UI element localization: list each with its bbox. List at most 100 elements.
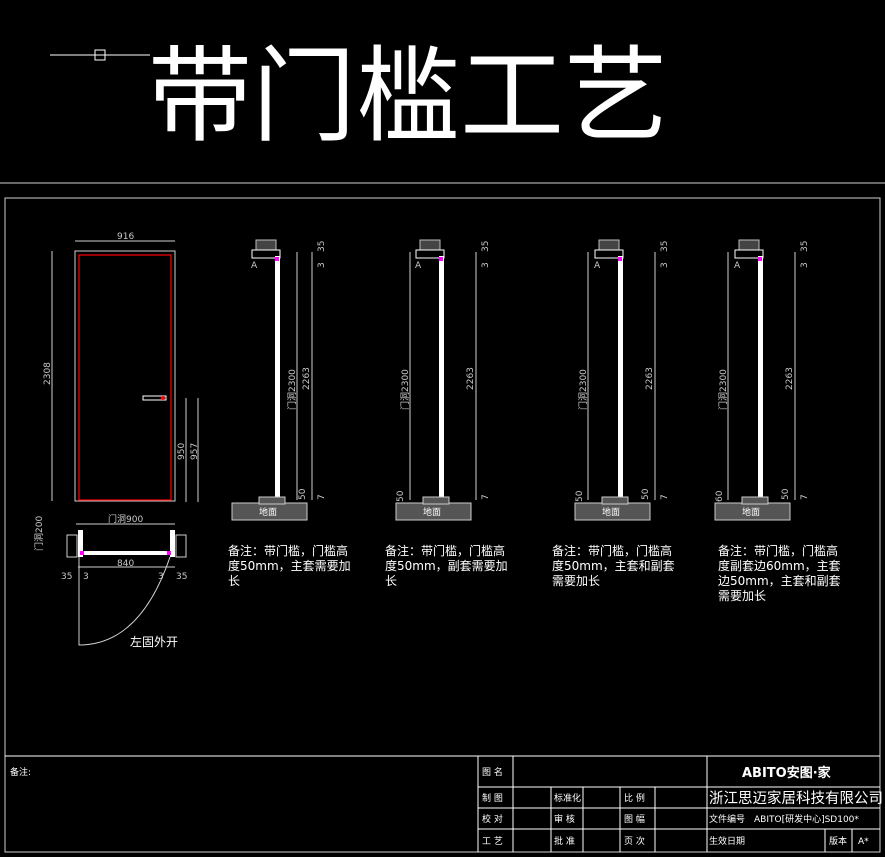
- bottom-right-dim: 50: [298, 488, 308, 500]
- door-head: [734, 249, 764, 259]
- drawing-border: [4, 197, 881, 853]
- threshold: [741, 496, 769, 505]
- width-dim: 916: [117, 232, 134, 242]
- door-head: [594, 249, 624, 259]
- ground-label: 地面: [423, 506, 441, 518]
- section-note: 备注：带门槛，门槛高度副套边60mm，主套边50mm，主套和副套需要加长: [718, 544, 841, 603]
- bottom-end-dim: 7: [660, 494, 670, 500]
- marker-label: A: [251, 261, 258, 271]
- threshold: [258, 496, 286, 505]
- threshold: [601, 496, 629, 505]
- review-label: 审 核: [554, 813, 575, 825]
- bottom-left-dim: 60: [715, 490, 725, 502]
- version-label: 版本: [829, 835, 847, 847]
- drawing-name-label: 图 名: [482, 766, 503, 778]
- header-hatch: [738, 239, 760, 251]
- brand-logo: ABITO安图·家: [742, 765, 832, 781]
- right-dim-35: 35: [176, 572, 187, 582]
- company-name: 浙江思迈家居科技有限公司: [709, 790, 883, 807]
- page-label: 页 次: [624, 835, 645, 847]
- cursor-pickbox: [94, 49, 106, 61]
- door-swing-arc: [78, 556, 171, 646]
- inner-width-dim: 840: [117, 559, 134, 569]
- marker-label: A: [415, 261, 422, 271]
- approve-label: 批 准: [554, 835, 575, 847]
- bottom-right-dim: 50: [781, 488, 791, 500]
- page-title: 带门槛工艺: [148, 35, 668, 157]
- swing-label: 左固外开: [130, 634, 178, 649]
- remarks-label: 备注:: [10, 766, 31, 778]
- top-dim-35: 35: [317, 241, 327, 252]
- drawn-by-label: 制 图: [482, 792, 503, 804]
- seal-marker: [275, 257, 279, 261]
- section-4: A 门洞2300 2263 35 3 7 60 50 地面: [714, 239, 810, 521]
- standardization-label: 标准化: [554, 792, 581, 804]
- effective-date-label: 生效日期: [709, 835, 745, 847]
- handle-dim-950: 950: [177, 443, 187, 460]
- file-no: ABITO[研发中心]SD100*: [754, 813, 859, 825]
- height-dim: 2263: [785, 367, 795, 390]
- file-no-label: 文件编号: [709, 813, 745, 825]
- door-head: [251, 249, 281, 259]
- handle-dim-957: 957: [190, 443, 200, 460]
- threshold: [422, 496, 450, 505]
- bottom-end-dim: 7: [481, 494, 491, 500]
- height-dim: 2263: [645, 367, 655, 390]
- bottom-end-dim: 7: [317, 494, 327, 500]
- door-hole-dim: 门洞2300: [286, 369, 298, 410]
- door-plan: 门洞200 门洞900 840 35 3 3 35 左固外开: [33, 513, 187, 649]
- top-dim-3: 3: [317, 262, 327, 268]
- jamb-section: [275, 256, 280, 500]
- top-dim-35: 35: [660, 241, 670, 252]
- top-dim-35: 35: [800, 241, 810, 252]
- scale-label: 比 例: [624, 792, 645, 804]
- section-note: 备注：带门槛，门槛高度50mm，主套和副套需要加长: [552, 544, 675, 588]
- right-dim-3: 3: [158, 572, 164, 582]
- marker-label: A: [734, 261, 741, 271]
- door-frame: [78, 254, 172, 501]
- height-dim: 2308: [43, 362, 53, 385]
- door-elevation: 916 2308 950 957: [43, 232, 200, 502]
- section-2: A 门洞2300 2263 35 3 7 50 地面: [395, 239, 491, 521]
- top-dim-35: 35: [481, 241, 491, 252]
- door-hole-dim: 门洞2300: [577, 369, 589, 410]
- jamb-section: [439, 256, 444, 500]
- top-dim-3: 3: [481, 262, 491, 268]
- section-note: 备注：带门槛，门槛高度50mm，主套需要加长: [228, 544, 351, 588]
- ground-label: 地面: [742, 506, 760, 518]
- seal-marker: [618, 257, 622, 261]
- process-label: 工 艺: [482, 836, 503, 847]
- title-block: 备注: 图 名 制 图 校 对 工 艺 标准化 审 核 批 准 比 例 图 幅 …: [5, 755, 883, 852]
- top-dim-3: 3: [660, 262, 670, 268]
- height-dim: 2263: [466, 367, 476, 390]
- version: A*: [858, 837, 869, 847]
- opening-width-dim: 门洞900: [108, 513, 143, 525]
- bottom-end-dim: 7: [800, 494, 810, 500]
- header-hatch: [255, 239, 277, 251]
- marker-label: A: [594, 261, 601, 271]
- bottom-right-dim: 50: [641, 488, 651, 500]
- wall-depth-dim: 门洞200: [33, 516, 45, 551]
- door-hole-dim: 门洞2300: [717, 369, 729, 410]
- ground-label: 地面: [602, 506, 620, 518]
- header-hatch: [419, 239, 441, 251]
- ground-label: 地面: [259, 506, 277, 518]
- header-hatch: [598, 239, 620, 251]
- jamb-section: [758, 256, 763, 500]
- jamb-section: [618, 256, 623, 500]
- section-note: 备注：带门槛，门槛高度50mm，副套需要加长: [385, 544, 508, 588]
- door-head: [415, 249, 445, 259]
- bottom-left-dim: 50: [575, 490, 585, 502]
- bottom-left-dim: 50: [396, 490, 406, 502]
- seal-marker: [439, 257, 443, 261]
- left-dim-35: 35: [61, 572, 72, 582]
- section-3: A 门洞2300 2263 35 3 7 50 50 地面: [574, 239, 670, 521]
- top-dim-3: 3: [800, 262, 810, 268]
- door-hole-dim: 门洞2300: [399, 369, 411, 410]
- door-handle: [142, 395, 167, 401]
- seal-marker: [758, 257, 762, 261]
- checked-label: 校 对: [482, 813, 503, 825]
- left-dim-3: 3: [83, 572, 89, 582]
